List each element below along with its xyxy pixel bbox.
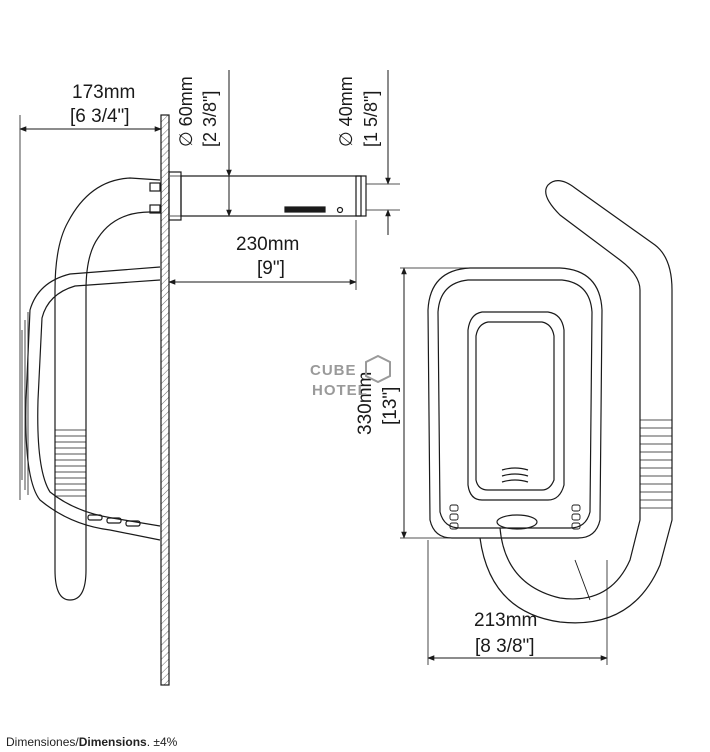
caption-tolerance: . ±4% <box>146 735 178 749</box>
width-mm-label: 213mm <box>474 610 537 631</box>
height-mm-label: 330mm <box>355 372 376 435</box>
nozzle-arm-front <box>479 180 673 624</box>
watermark-line2: HOTEL <box>312 382 368 399</box>
depth-mm-label: 173mm <box>72 82 135 103</box>
nozzle-tube <box>180 175 362 217</box>
diam-large-in-label: [2 3/8"] <box>200 91 220 147</box>
depth-in-label: [6 3/4"] <box>70 106 130 127</box>
side-dimensions <box>19 70 400 500</box>
width-in-label: [8 3/8"] <box>475 636 535 657</box>
nozzle-arm-side <box>54 177 161 601</box>
dimensions-caption: Dimensiones/Dimensions. ±4% <box>6 735 177 749</box>
wall-section <box>160 114 170 686</box>
front-panel <box>467 311 565 501</box>
caption-label-en: Dimensions <box>78 735 147 749</box>
diam-small-in-label: [1 5/8"] <box>361 91 381 147</box>
nozzle-length-in-label: [9"] <box>257 258 285 279</box>
dryer-body-side <box>25 266 161 541</box>
front-view <box>427 180 673 624</box>
nozzle-length-mm-label: 230mm <box>236 234 299 255</box>
side-view <box>21 114 367 686</box>
dryer-body-front <box>427 267 603 539</box>
front-dimensions <box>400 267 608 665</box>
watermark-line1: CUBE <box>310 362 357 379</box>
diam-large-label: ∅ 60mm <box>176 76 196 147</box>
diam-small-label: ∅ 40mm <box>336 76 356 147</box>
watermark-logo: CUBE HOTEL <box>310 354 391 399</box>
caption-label-es: Dimensiones/ <box>6 735 79 749</box>
height-in-label: [13"] <box>380 387 401 425</box>
